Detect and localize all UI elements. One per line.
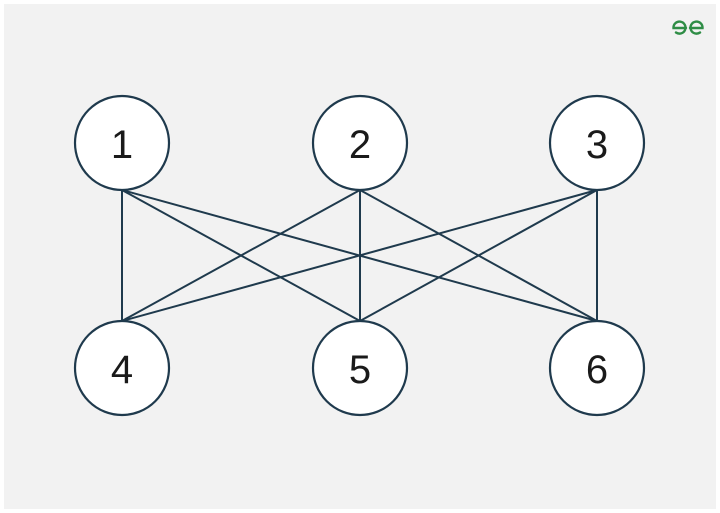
edge-3-4 — [121, 189, 598, 322]
node-label: 6 — [586, 348, 608, 392]
nodes-group: 1 2 3 4 5 6 — [73, 94, 646, 417]
node-4: 4 — [73, 319, 171, 417]
node-circle — [548, 319, 646, 417]
edge-3-5 — [359, 189, 598, 322]
node-circle — [311, 94, 409, 192]
node-6: 6 — [548, 319, 646, 417]
node-5: 5 — [311, 319, 409, 417]
node-2: 2 — [311, 94, 409, 192]
node-label: 5 — [349, 348, 371, 392]
geeksforgeeks-logo-icon — [672, 20, 704, 35]
node-label: 3 — [586, 123, 608, 167]
node-circle — [311, 319, 409, 417]
bipartite-graph: 1 2 3 4 5 6 — [73, 94, 646, 417]
node-1: 1 — [73, 94, 171, 192]
node-label: 4 — [111, 348, 133, 392]
node-circle — [548, 94, 646, 192]
node-label: 2 — [349, 123, 371, 167]
node-circle — [73, 94, 171, 192]
edges-group — [121, 189, 598, 322]
diagram-canvas: 1 2 3 4 5 6 — [4, 4, 716, 509]
node-circle — [73, 319, 171, 417]
node-3: 3 — [548, 94, 646, 192]
node-label: 1 — [111, 123, 133, 167]
edge-2-4 — [121, 189, 361, 322]
